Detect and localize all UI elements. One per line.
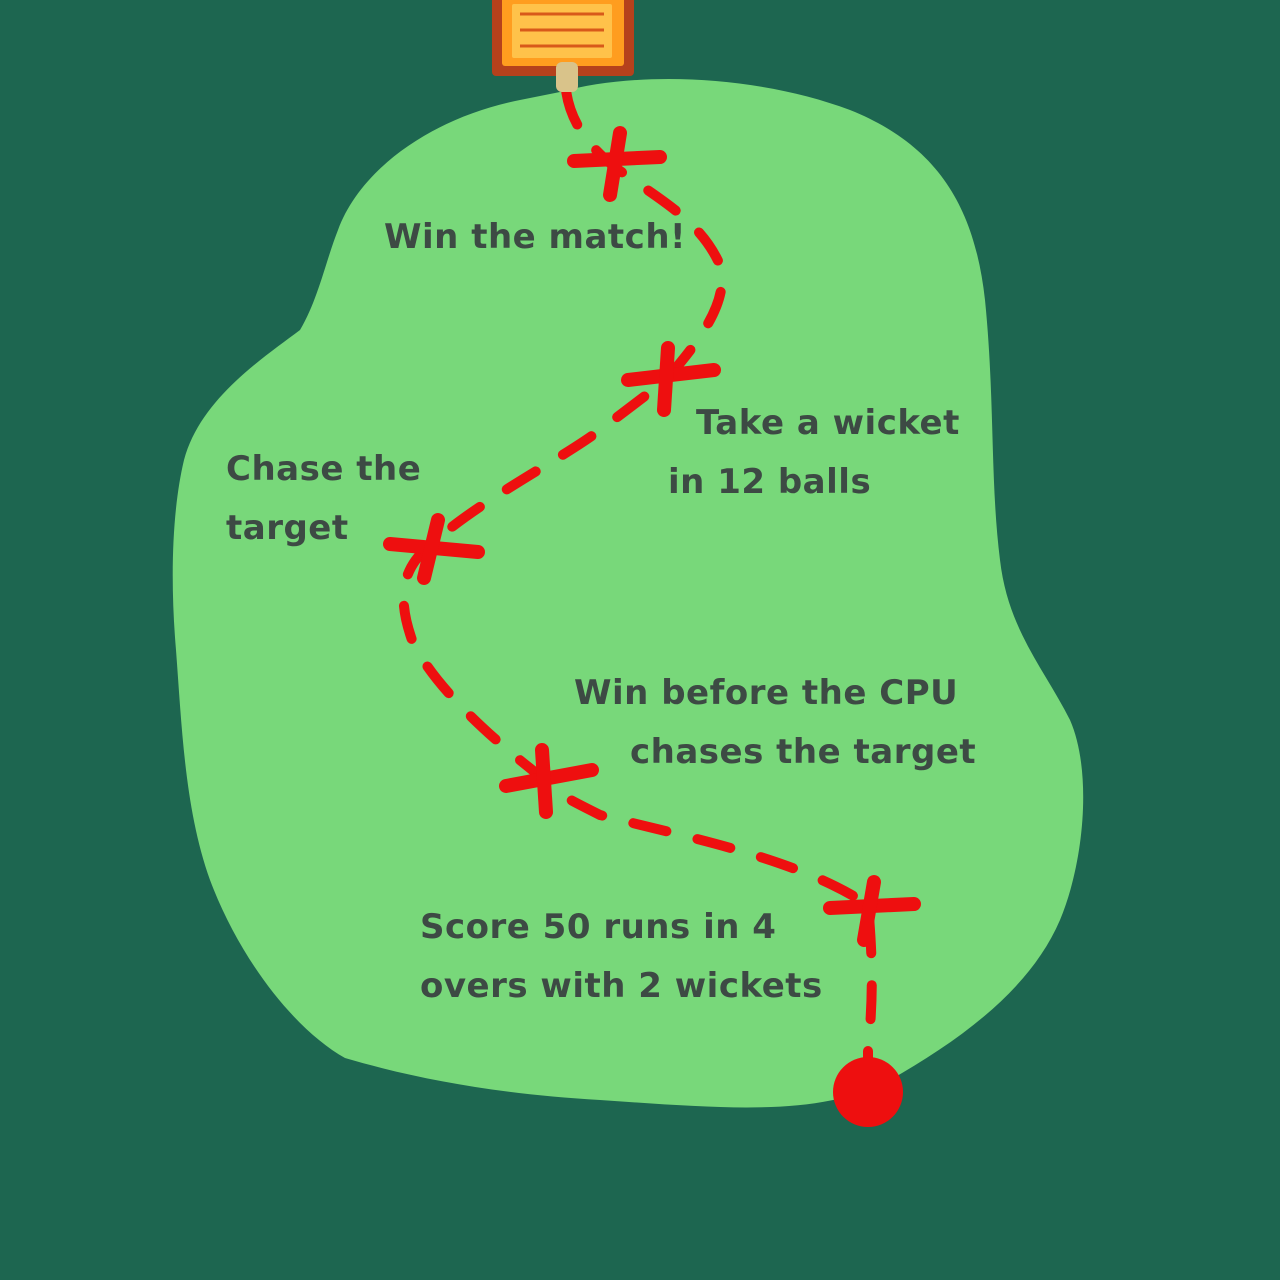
- objective-win-before-cpu: Win before the CPU chases the target: [574, 664, 976, 782]
- signboard-icon[interactable]: [492, 0, 634, 92]
- objective-take-wicket: Take a wicket in 12 balls: [668, 394, 960, 512]
- x-mark-icon[interactable]: [823, 875, 921, 947]
- route-path: [398, 5, 877, 1090]
- objective-line: overs with 2 wickets: [420, 966, 823, 1006]
- objective-score-runs: Score 50 runs in 4 overs with 2 wickets: [420, 898, 823, 1016]
- x-mark-icon[interactable]: [383, 513, 485, 585]
- x-mark-icon[interactable]: [567, 126, 667, 202]
- x-mark-icon[interactable]: [621, 341, 721, 417]
- red-dot-start-icon[interactable]: [833, 1057, 903, 1127]
- objective-line: Win the match!: [384, 217, 687, 257]
- objective-line: in 12 balls: [668, 462, 872, 502]
- objective-line: Take a wicket: [696, 403, 960, 443]
- objective-line: target: [226, 508, 349, 548]
- objective-line: Chase the: [226, 449, 422, 489]
- objective-line: chases the target: [630, 732, 977, 772]
- objective-line: Win before the CPU: [574, 673, 959, 713]
- objective-win-match: Win the match!: [384, 208, 686, 267]
- objective-chase-target: Chase the target: [226, 440, 421, 558]
- island: [172, 79, 1084, 1108]
- x-mark-icon[interactable]: [499, 743, 599, 819]
- objective-line: Score 50 runs in 4: [420, 907, 777, 947]
